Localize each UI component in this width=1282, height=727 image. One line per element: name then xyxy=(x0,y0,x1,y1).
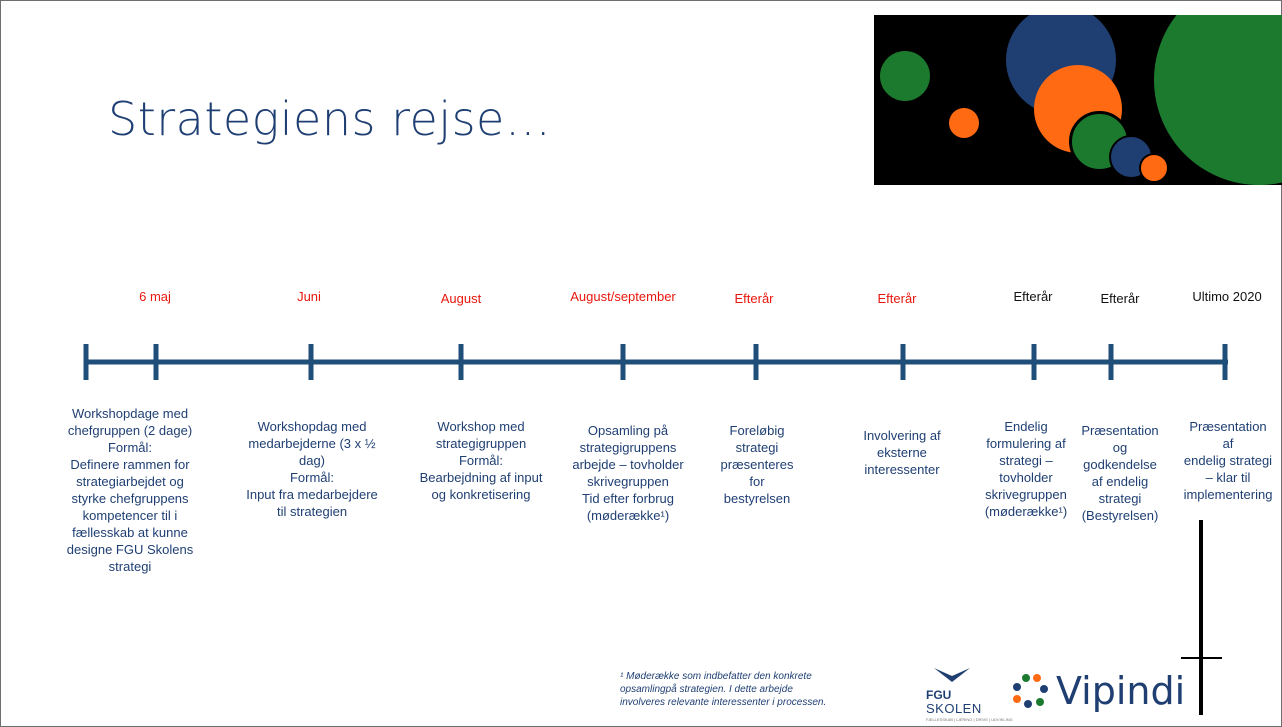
timeline-description: Opsamling på strategigruppens arbejde – … xyxy=(572,423,684,523)
fgu-skolen-logo: FGU SKOLEN FÆLLESSKAB | LÆRING | DRIVE |… xyxy=(926,666,1013,722)
vipindi-dots-icon xyxy=(1013,674,1048,708)
fgu-logo-tagline: FÆLLESSKAB | LÆRING | DRIVE | UDVIKLING xyxy=(926,717,1013,722)
timeline-date: Efterår xyxy=(1013,289,1053,304)
orange-circle xyxy=(949,108,979,138)
footnote: ¹ Møderække som indbefatter den konkrete… xyxy=(620,671,827,708)
vipindi-logo: Vipindi xyxy=(1010,666,1185,716)
timeline-description: Workshop med strategigruppen Formål: Bea… xyxy=(419,419,543,502)
vipindi-wordmark: Vipindi xyxy=(1056,669,1186,713)
slide-title: Strategiens rejse… xyxy=(108,92,552,146)
timeline-date: August xyxy=(440,291,482,306)
timeline-description: Involvering af eksterne interessenter xyxy=(863,428,941,477)
timeline-description: Workshopdage med chefgruppen (2 dage) Fo… xyxy=(66,406,194,574)
timeline-date: August/september xyxy=(570,289,676,304)
timeline-date: Efterår xyxy=(734,291,774,306)
timeline-description: Endelig formulering af strategi – tovhol… xyxy=(984,419,1068,519)
fgu-logo-line2: SKOLEN xyxy=(926,701,982,716)
timeline-date: Juni xyxy=(297,289,321,304)
timeline-description: Præsentation af endelig strategi – klar … xyxy=(1183,419,1273,502)
timeline-description: Foreløbig strategi præsenteres for besty… xyxy=(720,423,794,506)
green-circle xyxy=(880,51,930,101)
timeline-description: Præsentation og godkendelse af endelig s… xyxy=(1081,423,1159,523)
fgu-logo-line1: FGU xyxy=(926,688,952,702)
orange-circle-small xyxy=(1139,153,1169,183)
timeline-date: 6 maj xyxy=(139,289,171,304)
timeline-date: Efterår xyxy=(1100,291,1140,306)
fgu-chevron-icon xyxy=(934,668,970,682)
timeline-date: Ultimo 2020 xyxy=(1192,289,1262,304)
timeline-date: Efterår xyxy=(877,291,917,306)
decorative-circles-image xyxy=(874,15,1282,185)
timeline-description: Workshopdag med medarbejderne (3 x ½ dag… xyxy=(246,419,378,519)
